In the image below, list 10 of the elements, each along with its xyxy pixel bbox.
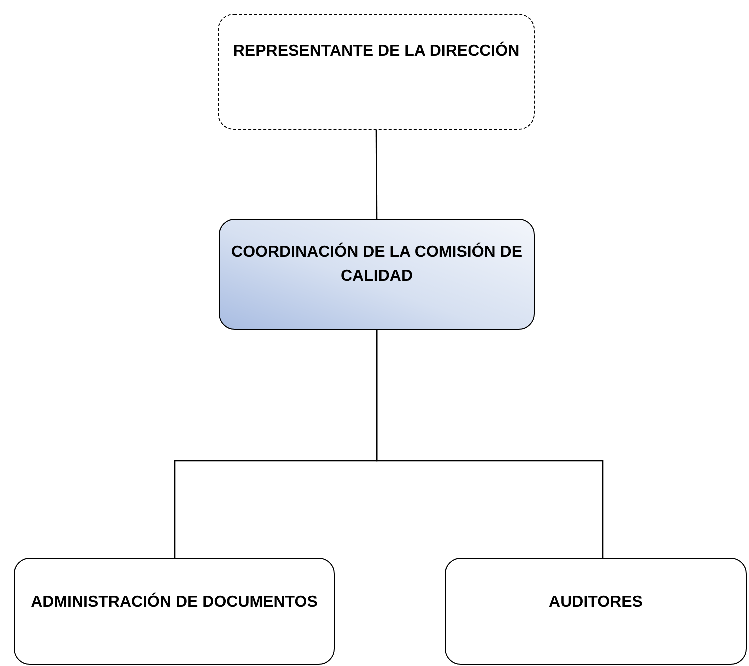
box-label: AUDITORES <box>549 592 643 613</box>
connector-line <box>376 130 378 219</box>
org-box <box>218 14 535 130</box>
box-label: COORDINACIÓN DE LA COMISIÓN DE CALIDAD <box>230 242 524 286</box>
connector-line <box>376 330 604 558</box>
box-label: ADMINISTRACIÓN DE DOCUMENTOS <box>31 592 318 613</box>
org-box <box>219 219 535 330</box>
org-box <box>14 558 335 665</box>
box-label: REPRESENTANTE DE LA DIRECCIÓN <box>233 40 520 62</box>
org-box <box>445 558 747 665</box>
